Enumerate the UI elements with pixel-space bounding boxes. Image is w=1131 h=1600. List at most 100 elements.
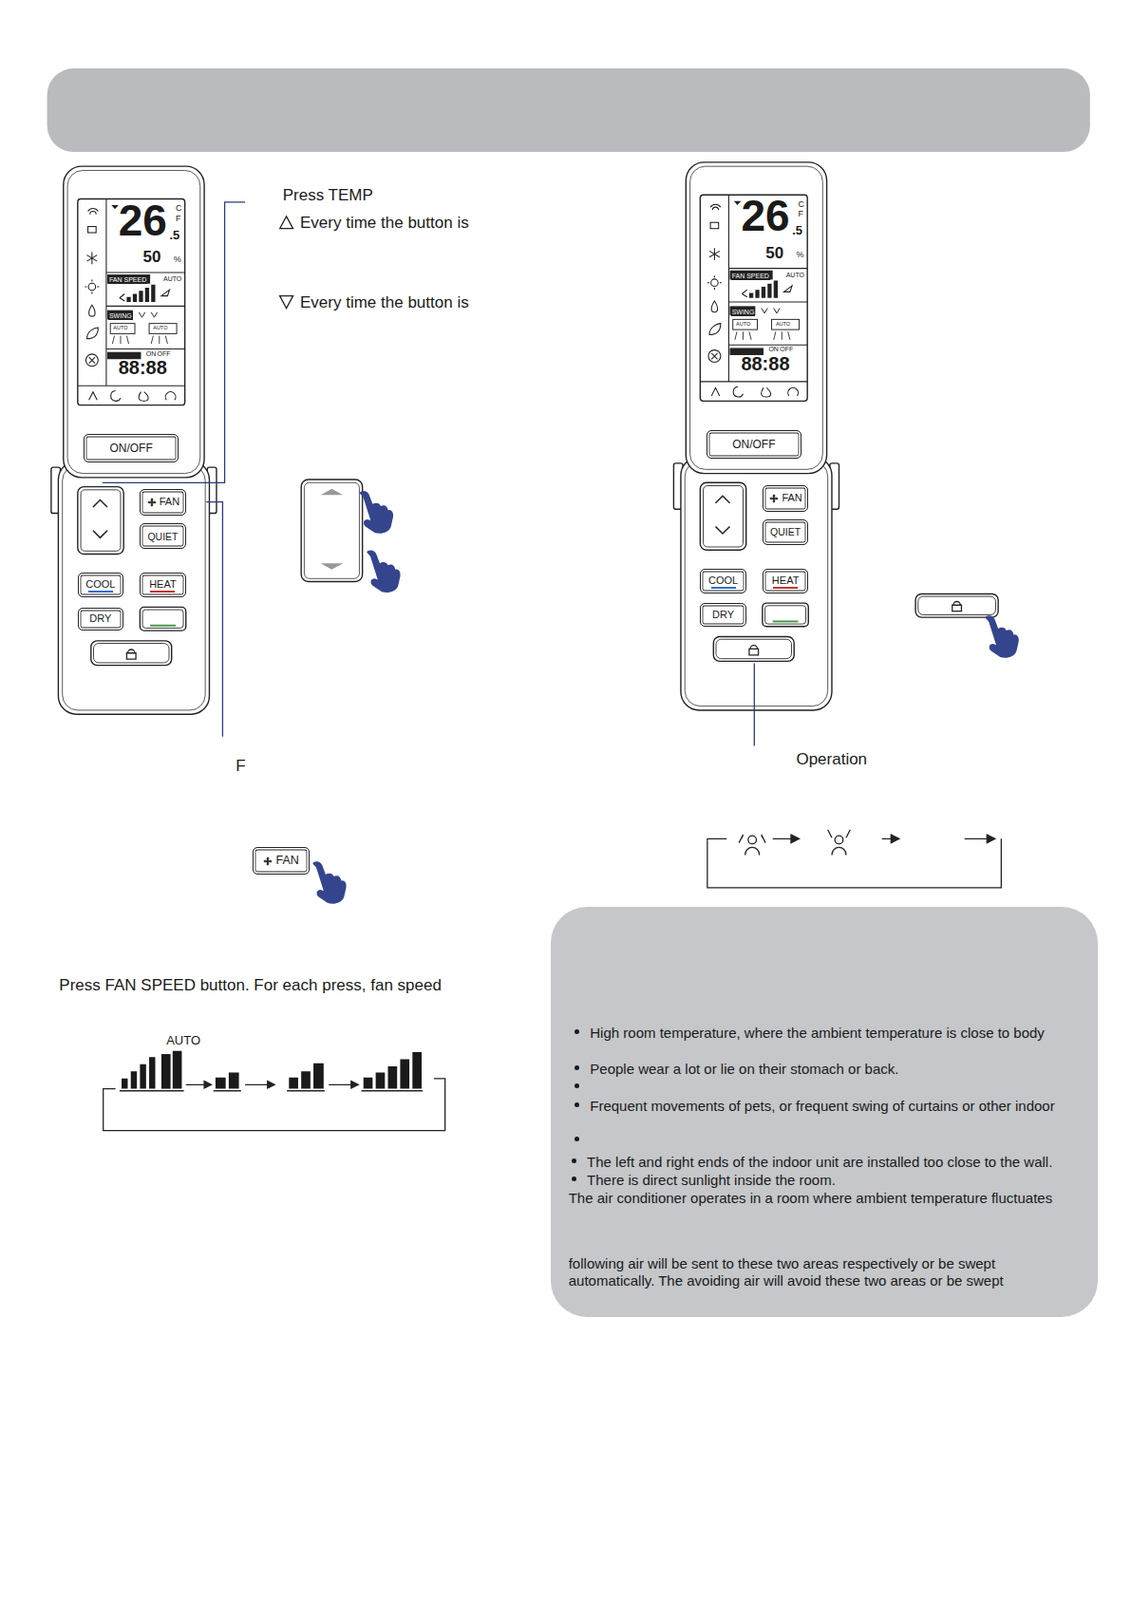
button-label: COOL (708, 575, 738, 586)
fan-speed-cycle (103, 1078, 446, 1131)
color-stripe (150, 590, 175, 593)
lcd-readout: 50 (142, 248, 161, 265)
button-label: DRY (89, 613, 112, 624)
remote-button: HEAT (762, 568, 809, 594)
lcd-readout: 88:88 (118, 358, 168, 377)
lock-button (915, 593, 999, 618)
fan-speed-cycle (363, 1052, 422, 1090)
remote-button: DRY (699, 603, 746, 627)
remote-button: DRY (77, 607, 124, 632)
instruction-text: Every time the button is (300, 214, 470, 231)
lcd-readout: 50 (765, 245, 784, 262)
lcd-readout: SWING (108, 311, 133, 321)
note-text: following air will be sent to these two … (568, 1255, 1049, 1290)
swing-cycle (828, 829, 851, 856)
swing-cycle (738, 834, 766, 855)
temp-rocker (320, 489, 344, 570)
fan-speed-cycle (119, 1090, 423, 1092)
lcd-readout: ON (146, 350, 157, 358)
pointing-hand (985, 615, 1019, 659)
lcd-readout: .5 (169, 228, 180, 242)
remote-control (673, 162, 839, 711)
button-label: QUIET (770, 527, 801, 538)
triangle-symbol (280, 296, 294, 309)
swing-cycle (834, 835, 844, 845)
remote-button: COOL (699, 568, 746, 594)
button-label: HEAT (772, 575, 800, 586)
button-label: ON/OFF (109, 442, 152, 454)
triangle-symbol (280, 216, 294, 309)
bullet-dot (571, 1158, 577, 1164)
lcd-readout: SWING (731, 307, 756, 317)
lock-button (918, 596, 997, 615)
bullet-dot (574, 1083, 580, 1089)
lcd-readout: F (798, 209, 805, 219)
note-text: The air conditioner operates in a room w… (568, 1189, 1053, 1207)
remote-button: FAN (252, 847, 310, 875)
remote-button: FAN (762, 485, 809, 512)
pointing-hand (312, 861, 346, 905)
pointing-hand (359, 490, 394, 534)
bullet-dot (574, 1102, 580, 1108)
pointing-hand (312, 490, 1018, 905)
lcd-readout: 26 (118, 198, 168, 243)
instruction-text: F (235, 757, 246, 774)
lcd-readout: F (175, 214, 182, 224)
bullet-dot (574, 1065, 580, 1071)
button-label: ON/OFF (732, 438, 775, 451)
instruction-text: Press TEMP (282, 187, 374, 204)
header-banner (47, 68, 1091, 152)
lcd-readout: C (798, 200, 806, 209)
fan-icon (148, 498, 156, 507)
button-label: HEAT (149, 579, 177, 590)
color-stripe (772, 586, 798, 589)
lcd-readout: 88:88 (740, 354, 790, 374)
swing-cycle (707, 838, 1001, 888)
instruction-text: Operation (795, 751, 868, 768)
temp-rocker (301, 479, 362, 582)
button-label: QUIET (147, 531, 178, 543)
instruction-text: AUTO (166, 1034, 201, 1047)
note-text: High room temperature, where the ambient… (589, 1024, 1045, 1042)
lock-button (915, 593, 999, 618)
button-label: FAN (781, 492, 802, 504)
lcd-readout: OFF (779, 345, 793, 353)
remote-button: QUIET (762, 519, 809, 546)
fan-speed-cycle (121, 1056, 159, 1089)
instruction-text: Every time the button is (300, 294, 470, 311)
lcd-readout: FAN SPEED (108, 275, 148, 284)
lcd-readout: C (175, 204, 183, 213)
remote-button: ON/OFF (706, 430, 802, 459)
fan-icon (262, 855, 274, 868)
button-label: FAN (275, 854, 299, 868)
lcd-readout: AUTO (113, 325, 128, 332)
note-text: There is direct sunlight inside the room… (586, 1171, 836, 1189)
fan-icon (770, 493, 778, 502)
fan-speed-cycle (204, 1081, 359, 1090)
temp-rocker (301, 479, 362, 582)
color-stripe (711, 586, 736, 589)
note-text: People wear a lot or lie on their stomac… (589, 1060, 899, 1078)
triangle-symbol (280, 216, 294, 229)
fan-speed-cycle (103, 1078, 446, 1131)
pointing-hand (366, 549, 400, 593)
remote-button: FAN (139, 489, 186, 516)
lcd-readout: AUTO (775, 321, 791, 328)
note-text: Frequent movements of pets, or frequent … (589, 1097, 1055, 1115)
swing-cycle (707, 829, 1001, 888)
lcd-readout: AUTO (152, 325, 168, 332)
button-label: FAN (159, 496, 180, 508)
color-stripe (88, 590, 114, 593)
note-text: The left and right ends of the indoor un… (586, 1153, 1053, 1171)
swing-cycle (791, 834, 996, 844)
remote-button: ON/OFF (83, 433, 179, 463)
swing-cycle (772, 838, 991, 840)
leader-line (102, 202, 755, 747)
button-label: DRY (712, 609, 735, 621)
lcd-readout: AUTO (786, 271, 805, 279)
remote-button: QUIET (139, 523, 186, 549)
remote-button: HEAT (139, 572, 186, 598)
fan-icon (768, 492, 780, 505)
swing-cycle (748, 835, 757, 845)
remote-control (51, 166, 217, 715)
